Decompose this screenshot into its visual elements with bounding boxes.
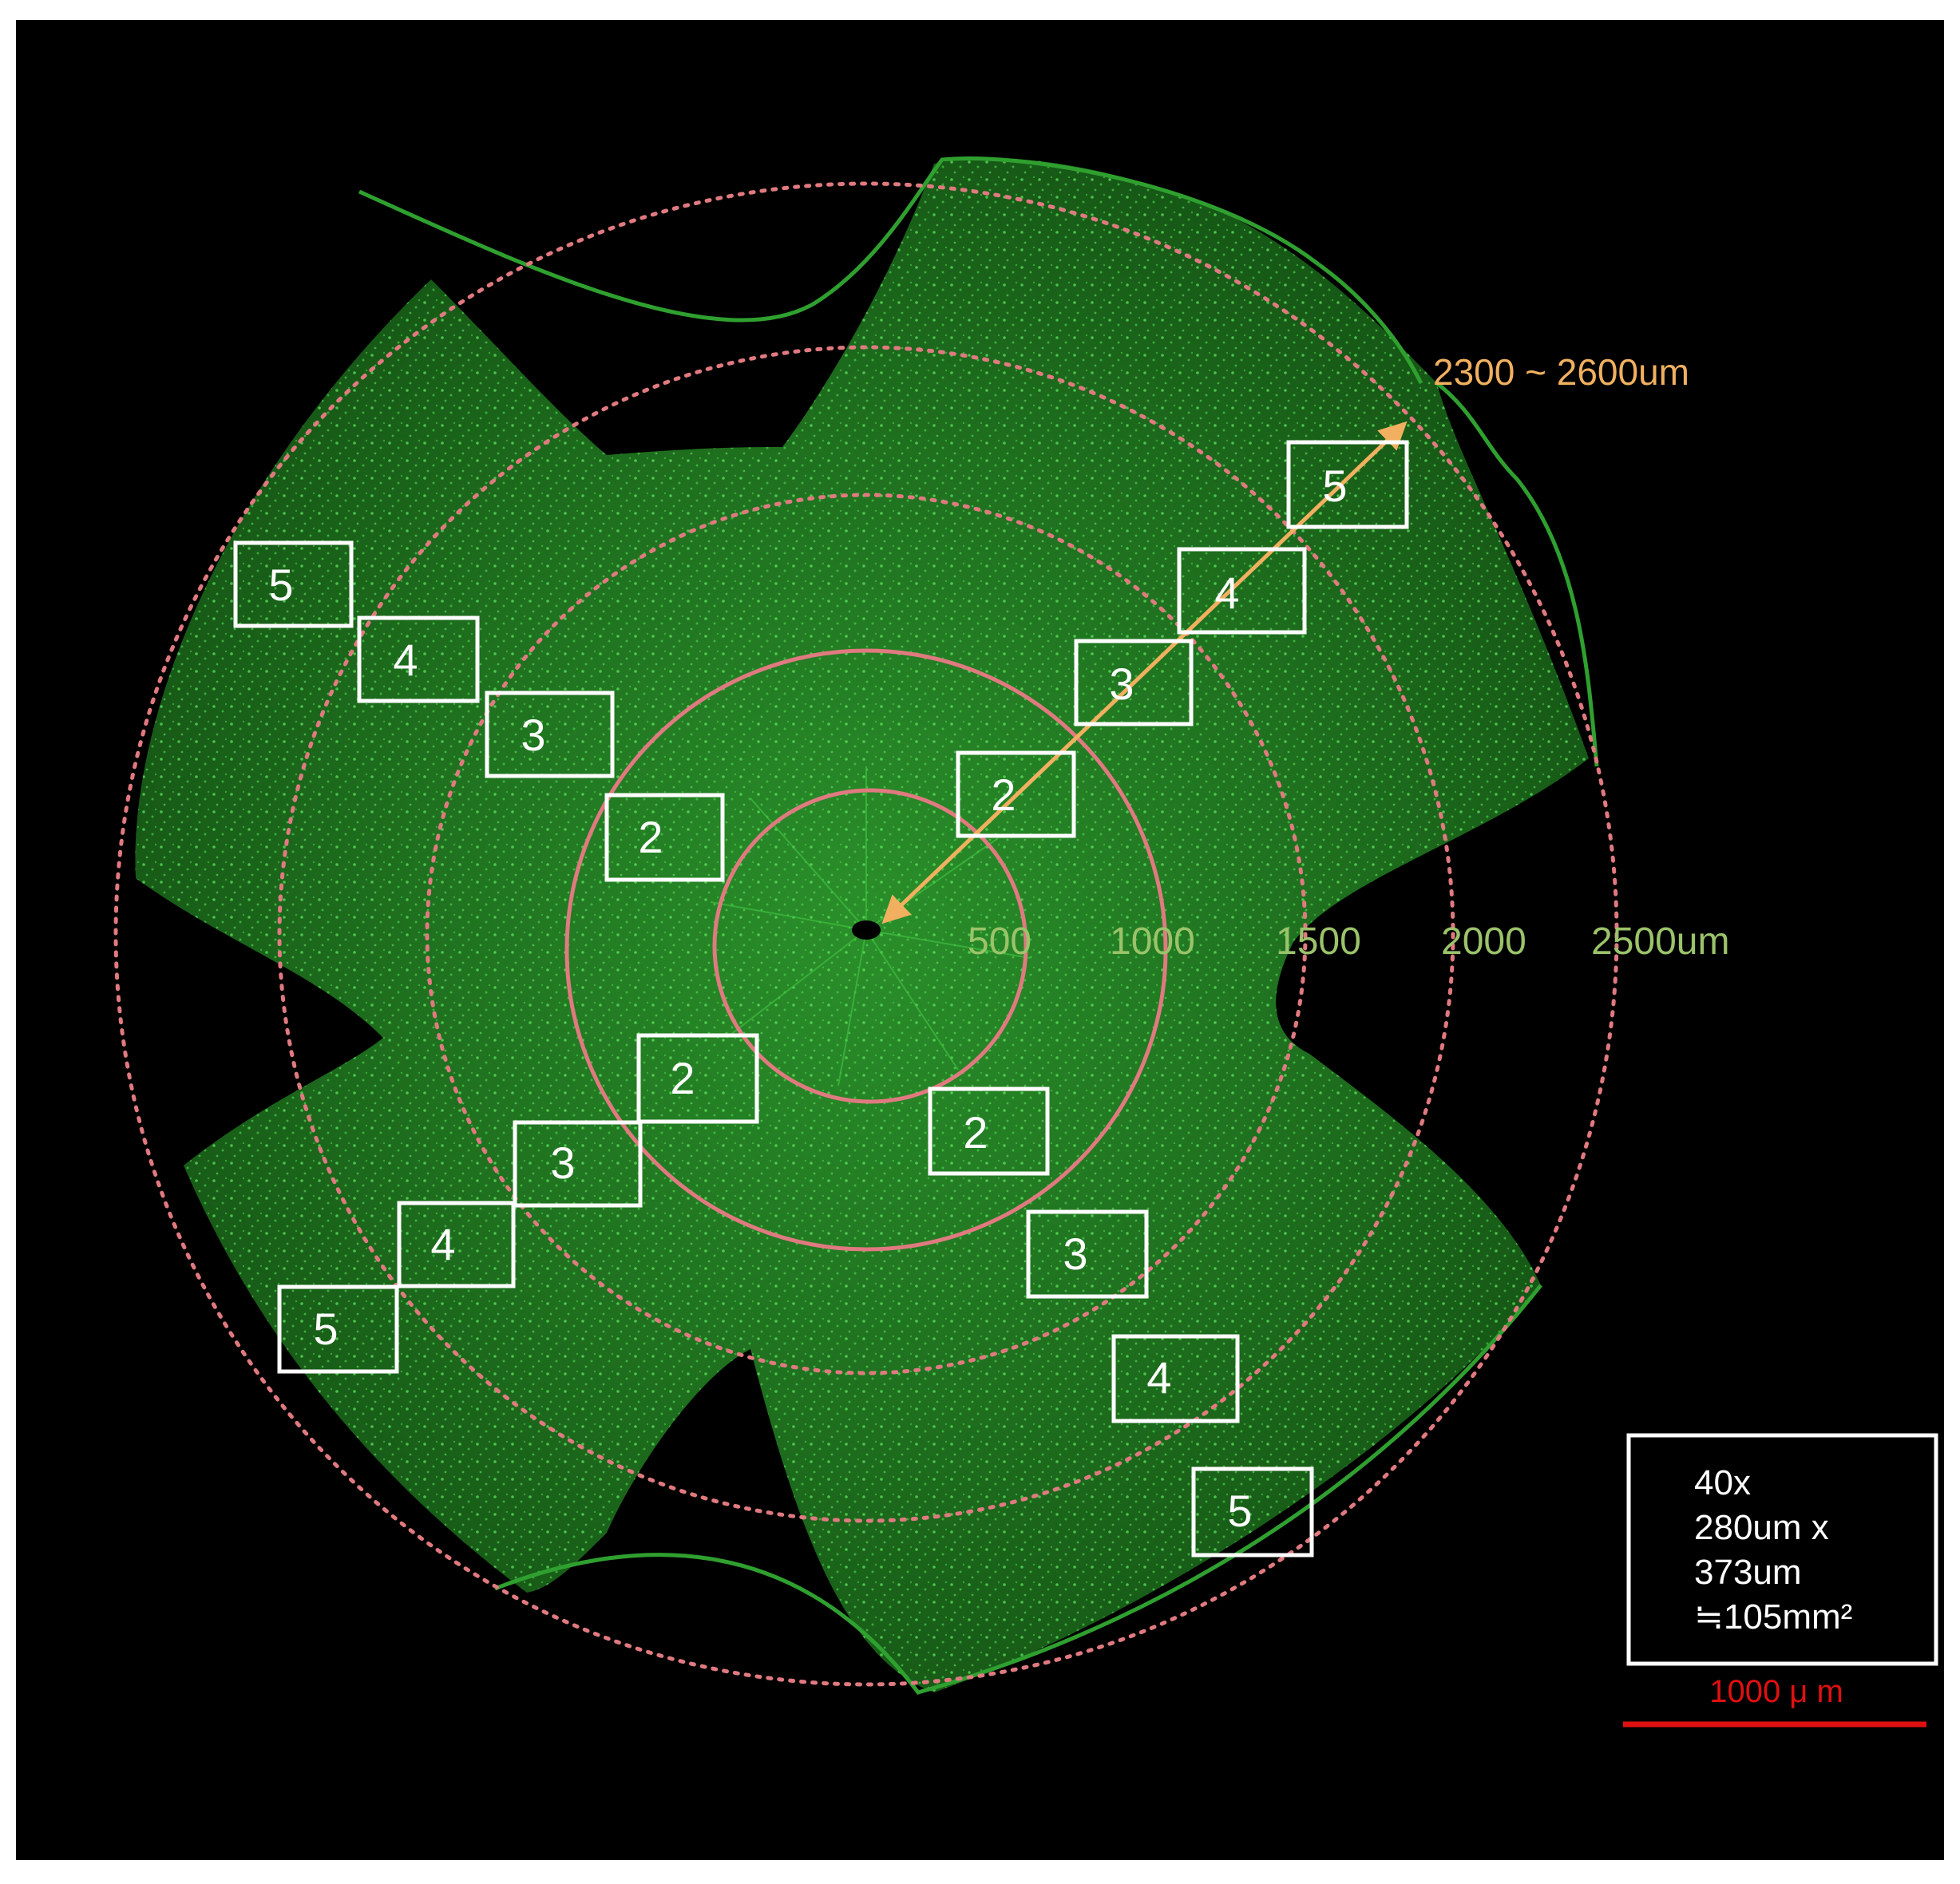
box-label: 4 bbox=[430, 1219, 455, 1269]
box-label: 3 bbox=[550, 1138, 575, 1188]
info-line-height: 373um bbox=[1694, 1553, 1802, 1592]
solid-rings bbox=[564, 648, 1168, 1252]
box-ll-3 bbox=[513, 1120, 643, 1208]
ring-label-500: 500 bbox=[968, 920, 1031, 963]
box-label: 5 bbox=[1322, 461, 1347, 511]
ring-label-1500: 1500 bbox=[1276, 920, 1361, 963]
box-label: 5 bbox=[268, 560, 293, 610]
optic-disc bbox=[852, 920, 881, 940]
box-ul-2 bbox=[604, 793, 725, 882]
box-label: 3 bbox=[1109, 659, 1134, 709]
box-lr-2 bbox=[928, 1086, 1050, 1176]
ring-labels: 500 1000 1500 2000 2500um bbox=[968, 920, 1729, 963]
box-label: 4 bbox=[1214, 568, 1239, 618]
box-label: 5 bbox=[1227, 1486, 1252, 1536]
box-lr-4 bbox=[1111, 1334, 1240, 1423]
ring-label-2000: 2000 bbox=[1441, 920, 1526, 963]
box-ul-4 bbox=[357, 615, 480, 703]
box-ur-2 bbox=[956, 750, 1076, 838]
box-label: 4 bbox=[393, 635, 418, 685]
info-box-text: 40x 280um x 373um ≒105mm² bbox=[1694, 1463, 1852, 1637]
box-label: 3 bbox=[521, 710, 545, 760]
box-ul-3 bbox=[485, 691, 615, 778]
info-line-width: 280um x bbox=[1694, 1508, 1829, 1547]
box-label: 3 bbox=[1063, 1229, 1087, 1279]
sampling-box-labels: 5 4 3 2 5 4 3 2 2 3 4 5 2 3 4 5 bbox=[268, 461, 1347, 1536]
box-label: 4 bbox=[1146, 1352, 1171, 1403]
tissue-edge-fold-bottom bbox=[494, 1284, 1542, 1695]
box-ul-5 bbox=[233, 540, 354, 628]
scale-bar-label: 1000 μ m bbox=[1709, 1674, 1843, 1709]
info-box bbox=[1626, 1433, 1938, 1666]
box-label: 2 bbox=[670, 1053, 695, 1103]
box-lr-5 bbox=[1191, 1466, 1314, 1557]
ring-500 bbox=[712, 788, 1028, 1104]
ring-2500 bbox=[113, 181, 1619, 1687]
ring-label-1000: 1000 bbox=[1110, 920, 1195, 963]
box-label: 2 bbox=[991, 770, 1016, 820]
tissue-edge-fold-right bbox=[1435, 382, 1599, 767]
box-ur-3 bbox=[1074, 639, 1194, 726]
box-label: 2 bbox=[638, 812, 663, 862]
box-ll-5 bbox=[277, 1284, 399, 1374]
box-lr-3 bbox=[1026, 1209, 1149, 1299]
info-line-area: ≒105mm² bbox=[1694, 1597, 1852, 1637]
info-line-magnification: 40x bbox=[1694, 1463, 1751, 1502]
ring-1000 bbox=[564, 648, 1168, 1252]
ring-2000 bbox=[277, 345, 1455, 1523]
box-label: 2 bbox=[963, 1107, 988, 1158]
box-ur-4 bbox=[1177, 547, 1307, 635]
tissue-edge-fold-top bbox=[358, 156, 1423, 385]
ring-1500 bbox=[425, 493, 1308, 1375]
box-label: 5 bbox=[313, 1304, 338, 1354]
sampling-boxes bbox=[233, 440, 1409, 1557]
arrow-label: 2300 ~ 2600um bbox=[1433, 351, 1689, 393]
box-ll-4 bbox=[397, 1201, 516, 1288]
ring-label-2500: 2500um bbox=[1591, 920, 1729, 963]
dotted-rings bbox=[113, 181, 1619, 1687]
box-ll-2 bbox=[636, 1033, 759, 1124]
box-ur-5 bbox=[1286, 440, 1409, 529]
